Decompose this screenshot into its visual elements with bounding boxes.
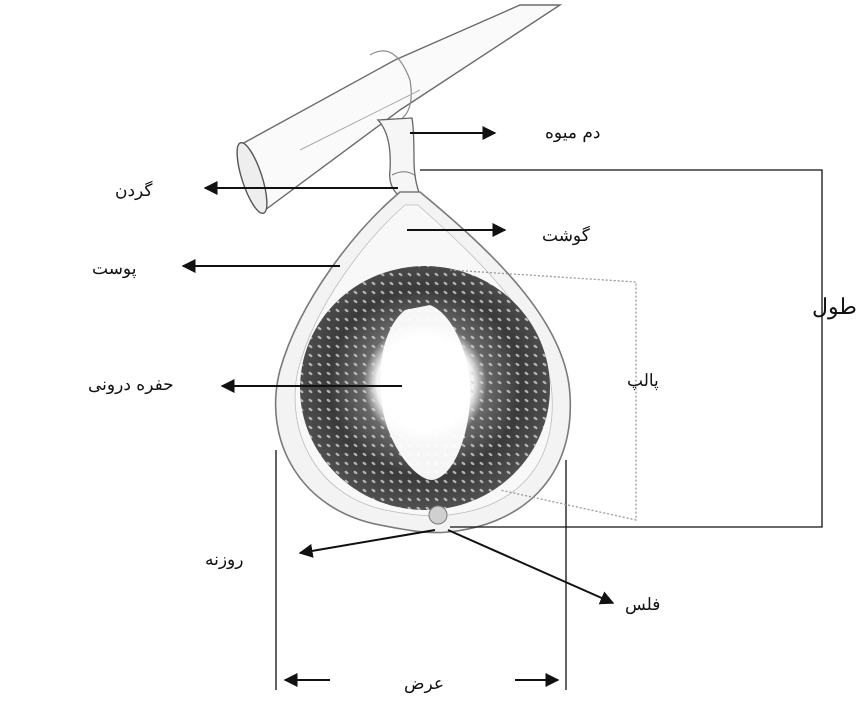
label-flesh: گوشت <box>542 228 590 245</box>
fig-fruit <box>276 192 571 533</box>
label-skin: پوست <box>92 261 136 278</box>
label-stem: دم میوه <box>545 125 600 142</box>
ostiole-arrow <box>300 530 435 553</box>
label-pulp: پالپ <box>627 373 659 390</box>
label-inner-cavity: حفره درونی <box>88 377 174 394</box>
fig-ostiole <box>429 506 447 524</box>
fruit-stalk <box>378 118 420 195</box>
label-neck: گردن <box>115 183 153 200</box>
label-length: طول <box>812 297 857 319</box>
label-scale: فلس <box>625 597 660 614</box>
label-width: عرض <box>404 676 444 693</box>
label-ostiole: روزنه <box>205 552 243 569</box>
scale-arrow <box>448 530 613 603</box>
